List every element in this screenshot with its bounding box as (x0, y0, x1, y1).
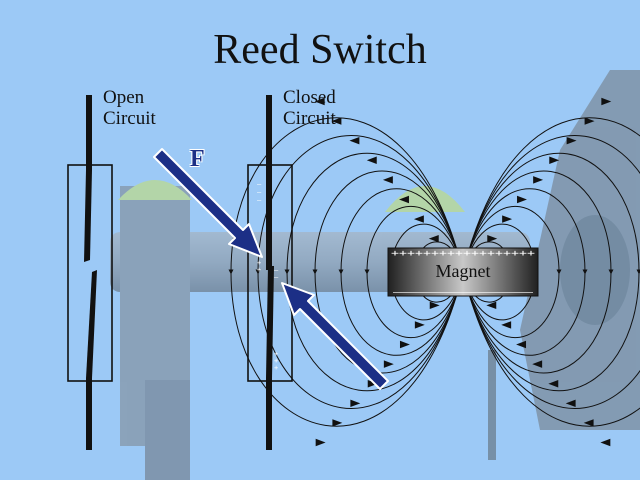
field-arrow-bottom-left-7 (333, 420, 341, 426)
open-circuit-label-line2: Circuit (103, 108, 156, 129)
magnet-top-charge: ++++++++++++++++++ (391, 249, 536, 259)
field-arrow-bottom-left-1 (430, 302, 438, 308)
closed-circuit-label: Closed Circuit (283, 87, 336, 129)
magnet-bottom-charge: —————————————— (393, 288, 534, 298)
photo-right-ring (560, 215, 630, 325)
field-arrow-right-2 (503, 216, 511, 222)
page-title: Reed Switch (0, 26, 640, 74)
field-arrow-bottom-right-3 (518, 342, 526, 348)
photo-left-cable (145, 380, 190, 480)
open-circuit-label: Open Circuit (103, 87, 156, 129)
field-arrow-right-3 (518, 196, 526, 202)
field-arrow-left-4 (384, 177, 392, 183)
closed-switch-top-reed (266, 170, 272, 270)
field-arrow-right-4 (534, 177, 542, 183)
background-photo (110, 70, 640, 480)
field-arrow-bottom-right-2 (503, 322, 511, 328)
field-arrow-bottom-left-8 (316, 440, 324, 446)
closed-circuit-label-line1: Closed (283, 87, 336, 108)
field-arrow-right-5 (550, 157, 558, 163)
magnet-label: Magnet (388, 261, 538, 282)
field-arrow-left-5 (368, 157, 376, 163)
svg-text:–: – (257, 180, 262, 188)
field-arrow-bottom-left-6 (351, 400, 359, 406)
closed-circuit-label-line2: Circuit (283, 108, 336, 129)
field-arrow-bottom-right-1 (488, 302, 496, 308)
field-arrow-bottom-right-8 (602, 440, 610, 446)
open-switch-top-reed (84, 170, 92, 262)
svg-text:+: + (257, 266, 261, 274)
open-switch-top-lead (86, 95, 92, 170)
field-arrow-bottom-left-4 (384, 361, 392, 367)
svg-text:–: – (257, 196, 262, 204)
svg-text:–: – (257, 188, 262, 196)
field-arrow-bottom-left-2 (415, 322, 423, 328)
open-circuit-switch (68, 95, 112, 450)
field-arrow-left-6 (351, 138, 359, 144)
force-arrow-lower (282, 283, 388, 389)
force-label: F (190, 146, 205, 173)
closed-switch-top-lead (266, 95, 272, 170)
field-arrow-left-2 (415, 216, 423, 222)
open-circuit-label-line1: Open (103, 87, 156, 108)
field-arrow-bottom-left-3 (400, 342, 408, 348)
closed-switch-bottom-lead (266, 378, 272, 450)
photo-probe (488, 350, 496, 460)
open-switch-bottom-reed (86, 270, 97, 378)
svg-text:+: + (274, 364, 278, 372)
open-switch-bottom-lead (86, 378, 92, 450)
